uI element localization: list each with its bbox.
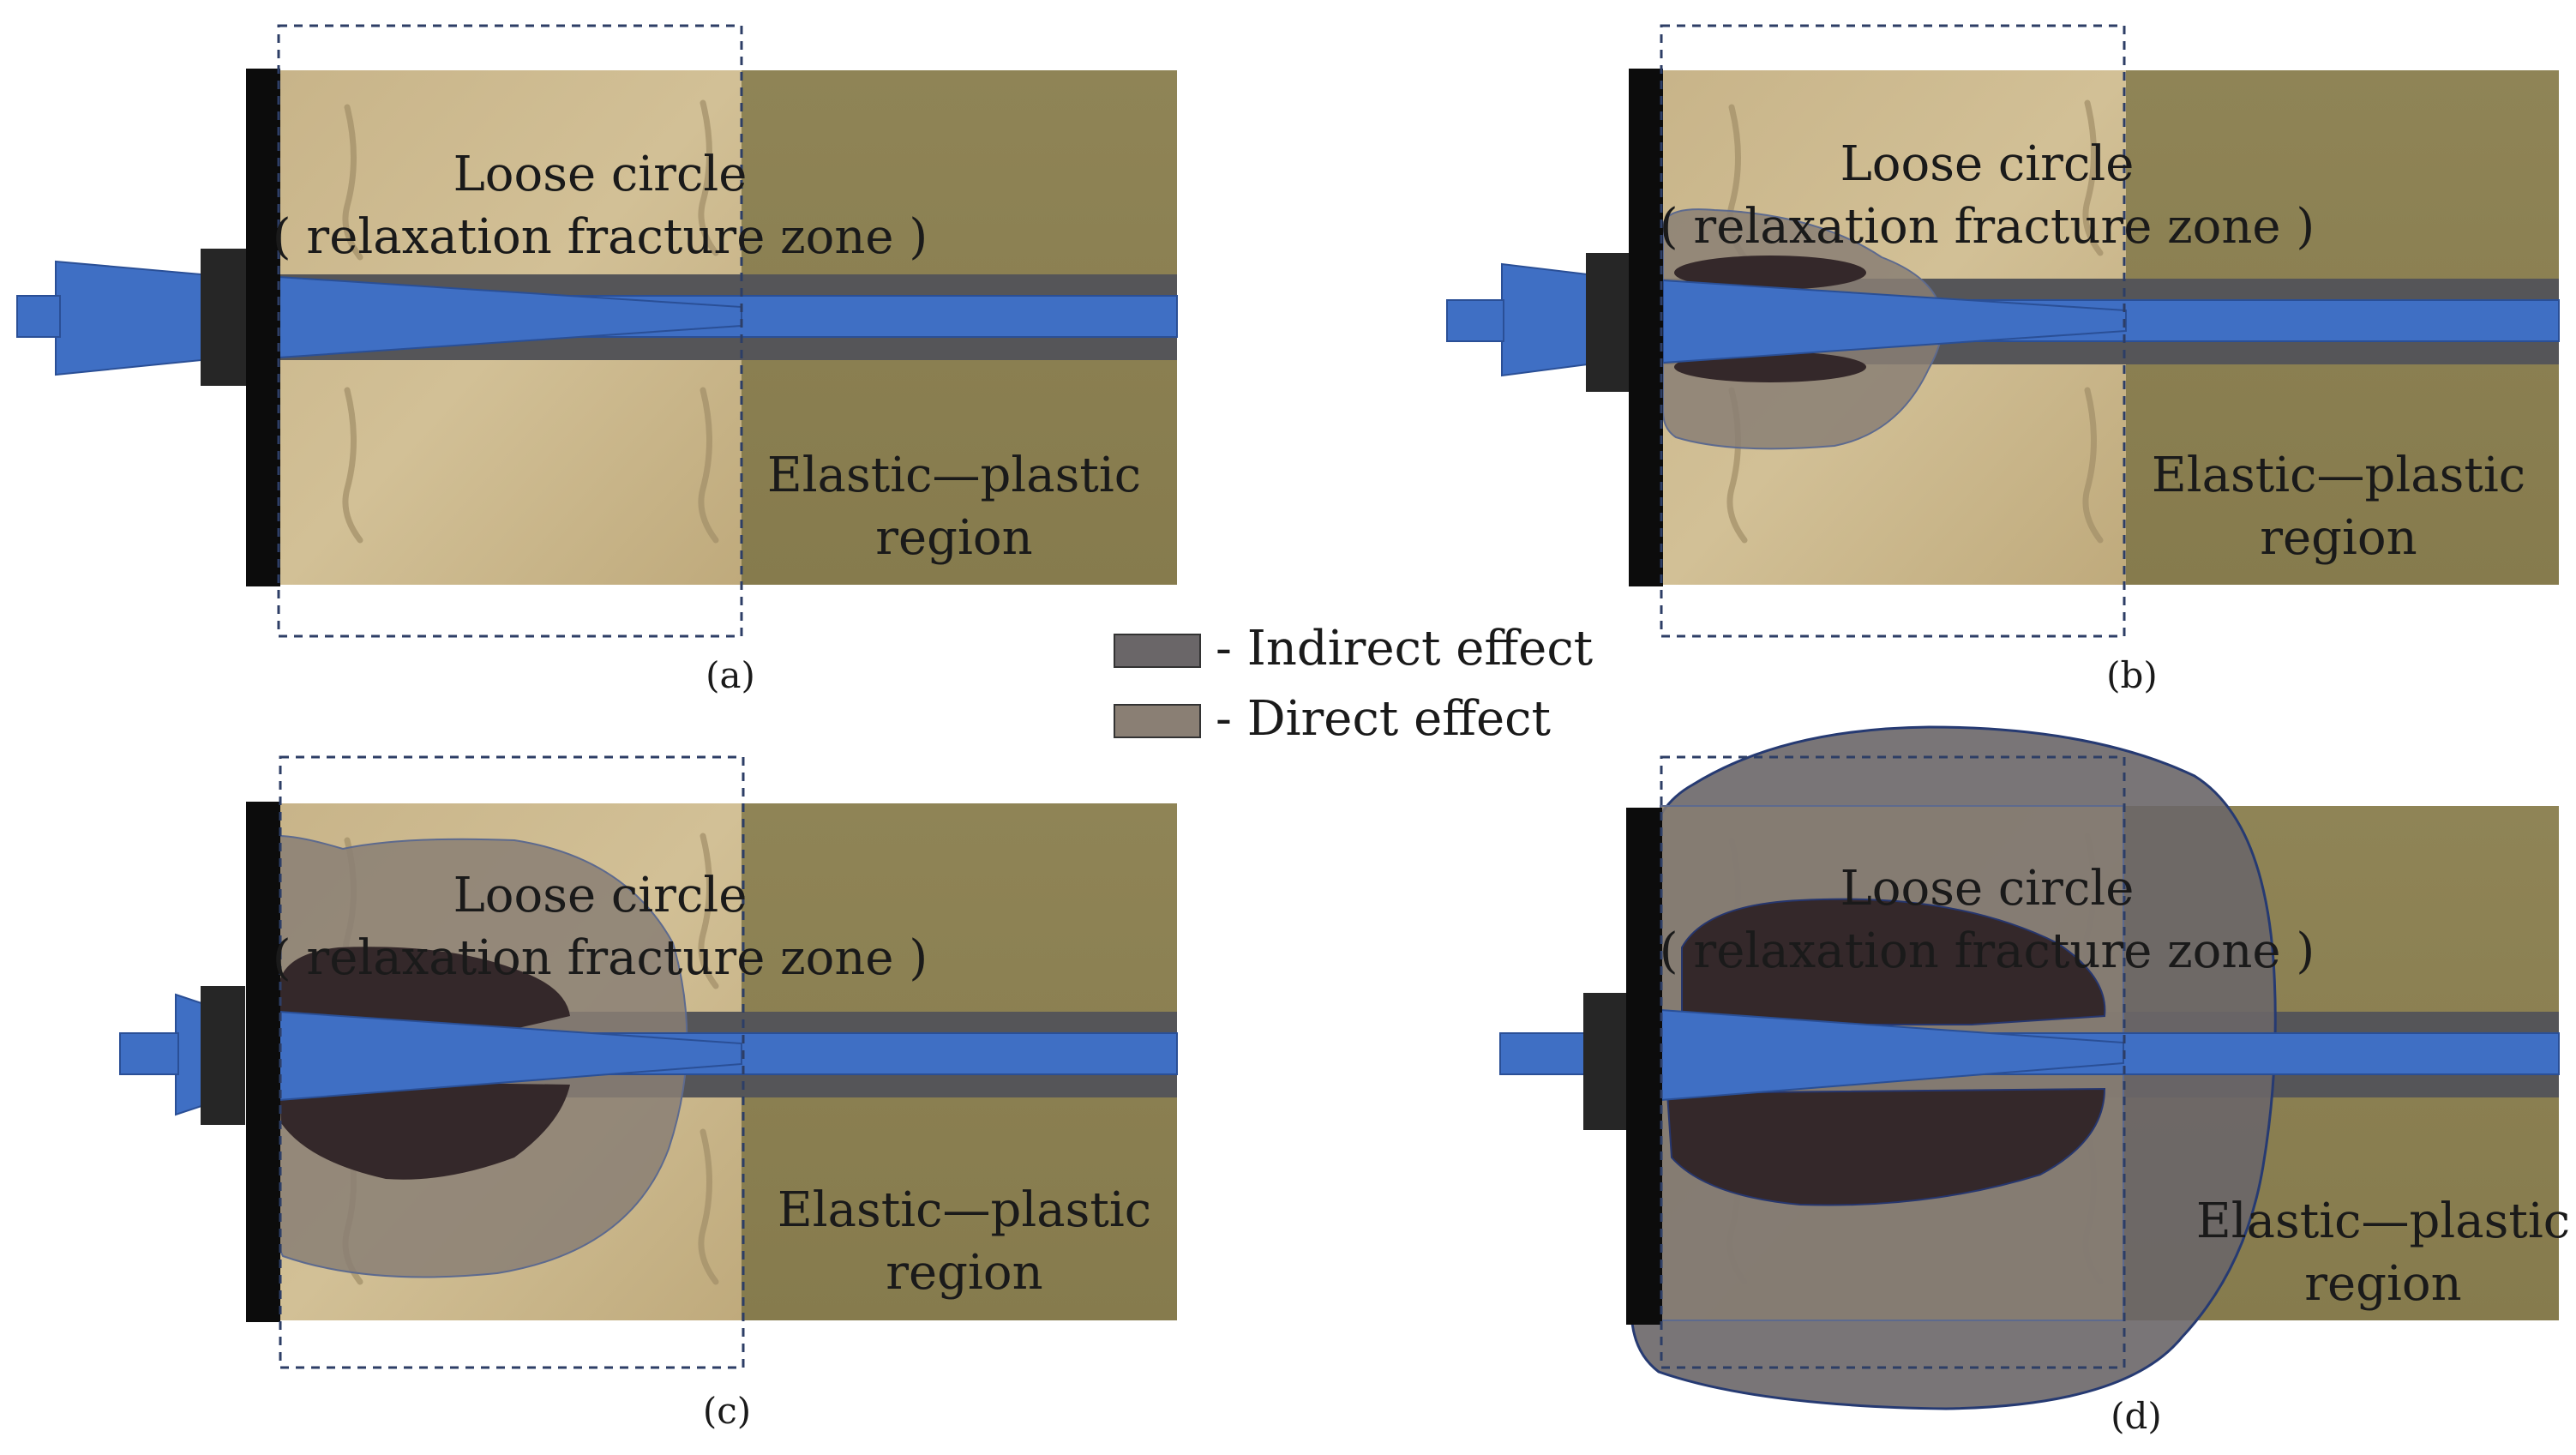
indirect-effect-label: - Indirect effect [1216,621,1594,676]
bolt-tail [55,260,202,376]
elastic-title: Elastic—plastic [767,448,1141,503]
panel-d: Loose circle ( relaxation fracture zone … [1499,725,2570,1437]
panel-a: Loose circle ( relaxation fracture zone … [16,24,1178,696]
compact-core-lower [1666,1087,2106,1206]
bolt-nut [201,986,245,1125]
panel-caption: (b) [2106,654,2158,696]
direct-effect-label: - Direct effect [1216,691,1552,747]
bolt-tail-end [1446,299,1504,342]
direct-effect-swatch [1114,704,1201,738]
bearing-plate [246,802,280,1322]
focus-box [277,24,743,638]
focus-box [279,755,745,1369]
loose-subtitle: ( relaxation fracture zone ) [1660,199,2315,255]
bolt-nut [201,249,249,386]
elastic-title: Elastic—plastic [778,1182,1151,1238]
elastic-subtitle: region [875,510,1032,566]
loose-subtitle: ( relaxation fracture zone ) [273,930,928,986]
bearing-plate [246,69,280,586]
panel-c: Loose circle ( relaxation fracture zone … [119,755,1178,1432]
fossil-marks [342,99,719,544]
elastic-subtitle: region [2304,1256,2461,1312]
loose-title: Loose circle [1840,136,2135,192]
focus-box [1660,755,2126,1369]
bolt-tail [1501,262,1588,377]
legend: - Indirect effect - Direct effect [1114,621,1594,747]
panel-b: Loose circle ( relaxation fracture zone … [1446,24,2560,696]
bolt-tail [175,993,202,1116]
bolt-tail-end [1499,1032,1587,1075]
panel-caption: (a) [706,654,755,696]
loose-title: Loose circle [453,868,748,923]
bolt-tail-end [16,295,61,338]
bolt-tail-end [119,1032,179,1075]
compact-core-upper [279,947,570,1029]
loose-title: Loose circle [1840,861,2135,917]
elastic-title: Elastic—plastic [2152,448,2525,503]
focus-box [1660,24,2126,638]
panel-caption: (d) [2111,1395,2162,1437]
bolt-nut [1583,993,1628,1130]
elastic-subtitle: region [886,1245,1042,1301]
loose-title: Loose circle [453,147,748,202]
bolt-nut [1586,253,1630,392]
elastic-title: Elastic—plastic [2196,1193,2570,1249]
loose-subtitle: ( relaxation fracture zone ) [273,209,928,265]
compact-core-upper [1681,898,2106,1025]
compact-core-upper [1674,256,1866,290]
elastic-subtitle: region [2260,510,2417,566]
loose-subtitle: ( relaxation fracture zone ) [1660,923,2315,979]
indirect-effect-swatch [1114,634,1201,668]
bearing-plate [1629,69,1663,586]
bearing-plate [1626,808,1662,1325]
compact-core-lower [279,1080,570,1180]
panel-caption: (c) [703,1390,751,1432]
